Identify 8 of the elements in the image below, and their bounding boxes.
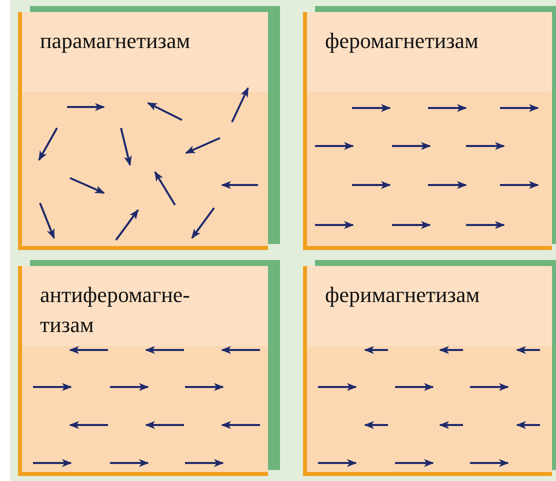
panel-title: феромагнетизам [325,27,480,55]
panel [18,12,268,250]
panel-title: парамагнетизам [40,27,192,55]
panel [18,266,268,476]
panel-title: антиферомагне- тизам [40,281,191,339]
panel [303,12,552,250]
panel-title: феримагнетизам [325,281,481,309]
panel [303,266,552,476]
